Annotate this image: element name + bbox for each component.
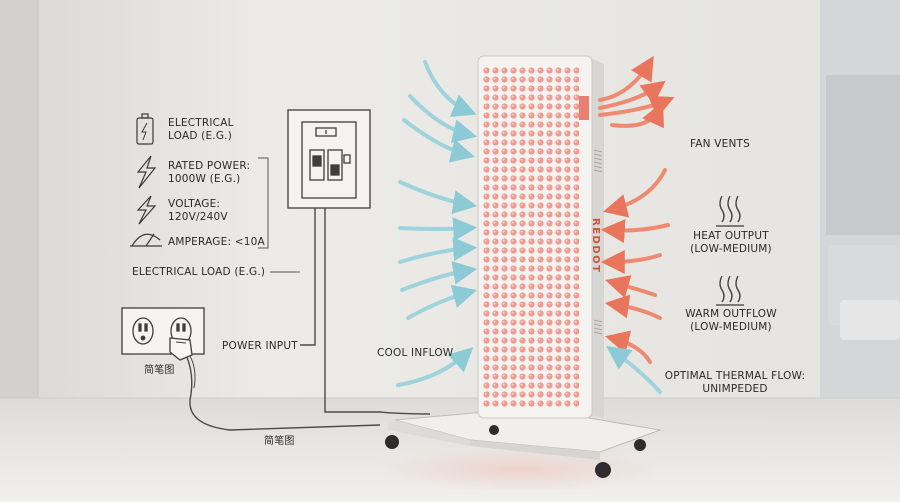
label-line: VOLTAGE:: [168, 198, 221, 210]
label-line: 120V/240V: [168, 211, 228, 223]
label-line: 1000W (E.G.): [168, 173, 241, 185]
label-line: LOAD (E.G.): [168, 130, 233, 142]
label-amperage: AMPERAGE: <10A: [168, 236, 265, 248]
battery-icon: [136, 113, 154, 145]
power-outlet-icon: [121, 307, 205, 361]
label-line: ELECTRICAL: [168, 117, 234, 129]
label-line: OPTIMAL THERMAL FLOW:: [664, 370, 806, 382]
label-line: UNIMPEDED: [702, 383, 768, 395]
label-line: WARM OUTFLOW: [685, 308, 777, 320]
label-thermal-flow: OPTIMAL THERMAL FLOW: UNIMPEDED: [660, 370, 810, 396]
heat-waves-icon: [716, 275, 744, 306]
heat-waves-icon: [716, 195, 744, 227]
cool-inflow-arrows: [396, 60, 478, 387]
warm-outflow-arrows: [598, 55, 675, 364]
gauge-icon: [130, 233, 162, 247]
label-rated-power: RATED POWER: 1000W (E.G.): [168, 160, 250, 186]
label-fan-vents: FAN VENTS: [690, 138, 751, 150]
breaker-box-icon: [287, 109, 371, 209]
label-sketch-cord: 简笔图: [264, 436, 295, 447]
label-line: (LOW-MEDIUM): [690, 243, 772, 255]
exhaust-arrows: [606, 345, 662, 394]
label-warm-outflow: WARM OUTFLOW (LOW-MEDIUM): [684, 308, 778, 334]
lightning-icon: [136, 195, 157, 225]
label-electrical-load: ELECTRICAL LOAD (E.G.): [132, 266, 266, 278]
connector-lines: [258, 157, 300, 273]
label-line: HEAT OUTPUT: [693, 230, 769, 242]
label-electrical-load-spec: ELECTRICAL LOAD (E.G.): [168, 117, 234, 143]
label-sketch-outlet: 简笔图: [144, 365, 175, 376]
label-cool-inflow: COOL INFLOW: [377, 347, 454, 359]
label-heat-output: HEAT OUTPUT (LOW-MEDIUM): [686, 230, 776, 256]
brand-logo: REDDOT: [590, 218, 601, 274]
power-cord: [185, 208, 431, 431]
label-power-input: POWER INPUT: [222, 340, 298, 352]
label-line: (LOW-MEDIUM): [690, 321, 772, 333]
label-voltage: VOLTAGE: 120V/240V: [168, 198, 228, 224]
red-light-panel: [477, 55, 604, 419]
lightning-icon: [136, 155, 157, 189]
label-line: RATED POWER:: [168, 160, 251, 172]
